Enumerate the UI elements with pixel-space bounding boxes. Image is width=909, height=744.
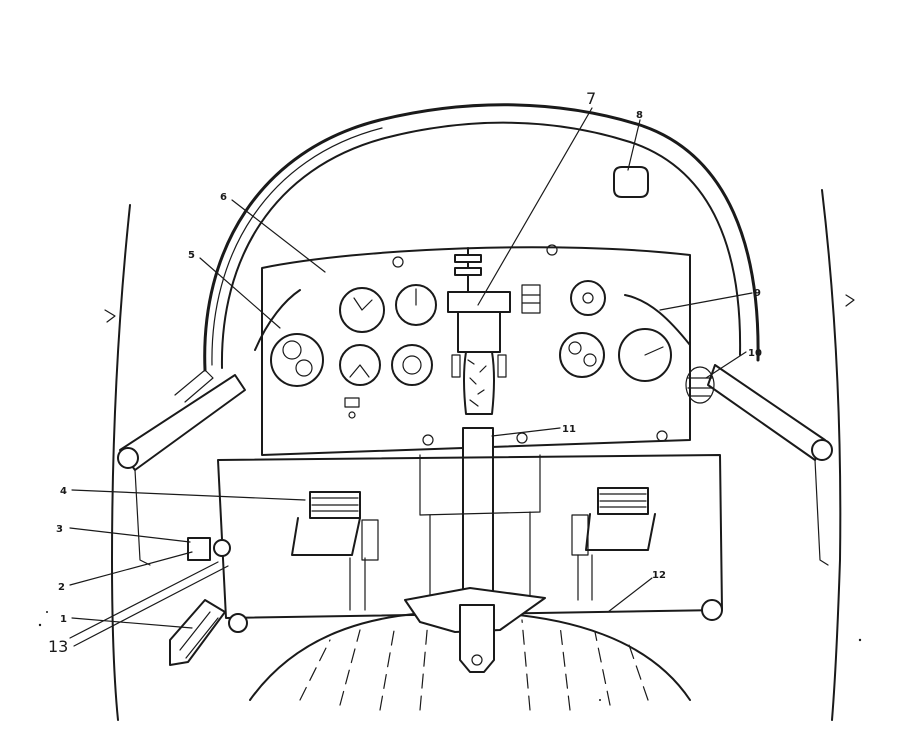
air-tubes [254, 289, 691, 351]
callout-13: 13 [48, 637, 68, 656]
side-fitting-right [685, 366, 715, 404]
floor-frame [217, 454, 723, 633]
gauge-turn-indicator [391, 344, 433, 386]
callout-7: 7 [586, 89, 596, 108]
callout-5: 5 [188, 250, 195, 261]
gauge-rpm-small [570, 280, 606, 316]
cockpit-rail-left [117, 369, 246, 566]
callout-8: 8 [636, 110, 643, 121]
callout-11: 11 [562, 424, 576, 435]
gauge-clock [339, 287, 385, 333]
gauge-tachometer [618, 328, 672, 382]
leader-lines [69, 107, 753, 647]
instruments [270, 280, 715, 419]
callout-1: 1 [60, 614, 67, 625]
gauge-oil [559, 332, 605, 378]
callout-labels: 1 2 3 4 5 6 7 8 9 10 11 12 13 [48, 89, 762, 656]
callout-6: 6 [220, 192, 227, 203]
scan-specks [38, 611, 862, 701]
gauge-altimeter [339, 344, 381, 386]
callout-9: 9 [754, 288, 761, 299]
instrument-panel [261, 244, 691, 456]
callout-12: 12 [652, 570, 666, 581]
rear-view-mirror [613, 166, 649, 198]
callout-4: 4 [60, 486, 67, 497]
cockpit-rail-right [707, 364, 833, 566]
gauge-airspeed [395, 284, 437, 326]
callout-10: 10 [748, 348, 762, 359]
pilot-seat [249, 587, 691, 711]
gauge-compass [270, 333, 324, 387]
switch-block [521, 284, 541, 314]
throttle-quadrant [169, 537, 231, 666]
rudder-pedal-left [291, 491, 379, 611]
callout-2: 2 [58, 582, 65, 593]
switch-small [344, 397, 360, 419]
rudder-pedal-right [571, 487, 656, 601]
fuselage-outline [104, 189, 855, 721]
control-stick [447, 247, 511, 629]
callout-3: 3 [56, 524, 63, 535]
